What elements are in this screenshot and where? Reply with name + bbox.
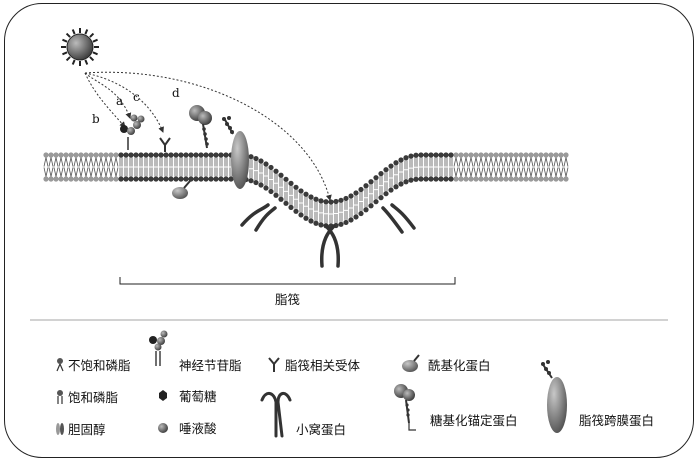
legend: 不饱和磷脂 饱和磷脂 胆固醇 神经节苷脂 葡萄糖 (56, 330, 654, 438)
path-label-c: c (133, 90, 140, 104)
gpi-protein-on-membrane (189, 105, 212, 149)
raft-bracket (119, 277, 456, 285)
legend-sat-phospholipid: 饱和磷脂 (68, 390, 118, 405)
path-label-d: d (172, 86, 180, 100)
rounded-frame (4, 3, 694, 458)
legend-sialic-acid: 唾液酸 (179, 421, 217, 436)
gpi-protein-icon (394, 384, 416, 431)
sun-icon (61, 28, 99, 66)
unsat-phospholipid-icon (56, 358, 64, 372)
transmembrane-protein-on-membrane (222, 116, 249, 189)
path-label-b: b (92, 112, 100, 126)
acylated-protein-on-membrane (172, 180, 191, 199)
sialic-acid-icon (158, 423, 168, 433)
raft-receptor-on-membrane (159, 137, 171, 152)
glucose-icon (159, 390, 167, 401)
ganglioside-icon (149, 330, 168, 366)
acylated-protein-icon (402, 354, 420, 372)
pathway-arrows (84, 71, 332, 201)
ganglioside-on-membrane (120, 114, 145, 150)
legend-unsat-phospholipid: 不饱和磷脂 (68, 358, 131, 373)
lipid-bilayer (43, 152, 569, 229)
transmembrane-protein-icon (541, 360, 567, 433)
legend-transmembrane-protein: 脂筏跨膜蛋白 (579, 413, 654, 428)
legend-raft-receptor: 脂筏相关受体 (285, 358, 361, 373)
legend-glucose: 葡萄糖 (179, 389, 217, 404)
caveolin-icon (260, 392, 292, 438)
legend-ganglioside: 神经节苷脂 (179, 358, 242, 373)
raft-label: 脂筏 (275, 292, 300, 307)
caveolin-on-membrane (240, 203, 416, 268)
raft-receptor-icon (268, 357, 280, 372)
legend-acylated-protein: 酰基化蛋白 (428, 358, 491, 373)
legend-gpi-protein: 糖基化锚定蛋白 (430, 413, 518, 428)
cholesterol-icon (56, 423, 64, 435)
legend-caveolin: 小窝蛋白 (296, 422, 346, 437)
path-label-a: a (116, 94, 123, 108)
legend-cholesterol: 胆固醇 (68, 422, 106, 437)
sat-phospholipid-icon (57, 390, 63, 404)
